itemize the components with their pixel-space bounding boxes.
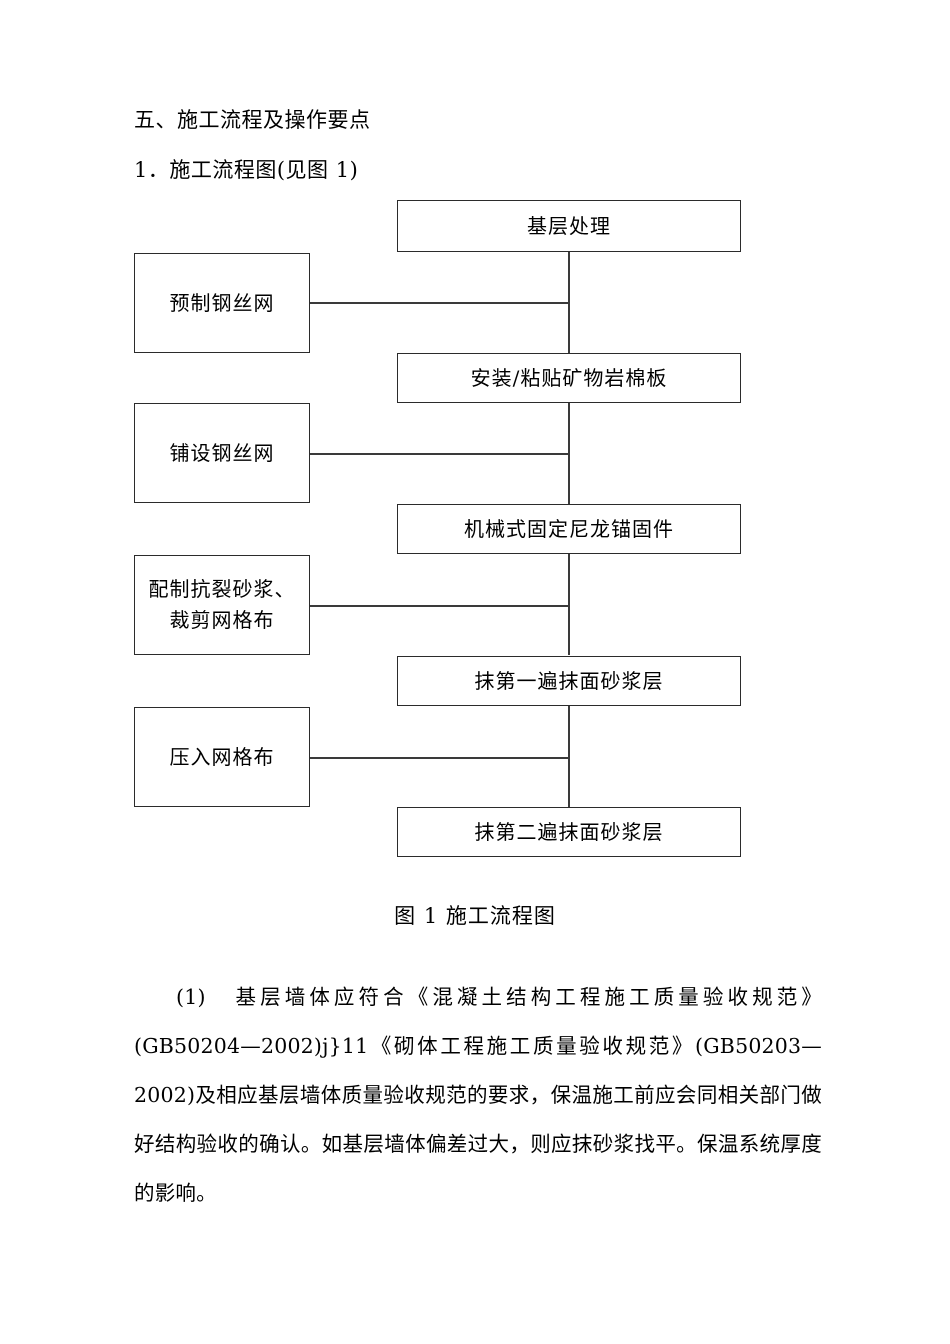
flow-node-label: 基层处理 — [527, 213, 611, 238]
connector-prefab-mesh-feed — [310, 302, 569, 304]
flow-node-base-treatment[interactable]: 基层处理 — [397, 200, 741, 252]
subsection-heading: 1．施工流程图(见图 1) — [134, 158, 359, 182]
flow-node-label: 预制钢丝网 — [169, 290, 275, 315]
paragraph-run-2: j}11 — [322, 1033, 369, 1058]
flow-node-first-mortar[interactable]: 抹第一遍抹面砂浆层 — [397, 656, 741, 706]
flow-node-nylon-anchor[interactable]: 机械式固定尼龙锚固件 — [397, 504, 741, 554]
connector-mix-mortar-feed — [310, 605, 569, 607]
paragraph-run-1: 基层墙体应符合《混凝土结构工程施工质量验收规范》(GB50204—2002) — [134, 984, 822, 1058]
flow-node-label-line2: 裁剪网格布 — [169, 608, 275, 632]
connector-lay-mesh-feed — [310, 453, 569, 455]
construction-flowchart: 基层处理 安装/粘贴矿物岩棉板 机械式固定尼龙锚固件 抹第一遍抹面砂浆层 抹第二… — [134, 200, 741, 857]
page-title: 五、施工流程及操作要点 — [134, 108, 371, 132]
flow-node-label: 抹第二遍抹面砂浆层 — [474, 819, 664, 844]
flow-node-label: 铺设钢丝网 — [169, 440, 275, 465]
flow-node-prefab-mesh[interactable]: 预制钢丝网 — [134, 253, 310, 353]
flow-node-mix-mortar[interactable]: 配制抗裂砂浆、 裁剪网格布 — [134, 555, 310, 655]
connector-anchor-to-first-mortar — [568, 554, 570, 655]
connector-first-to-second-mortar — [568, 706, 570, 807]
flow-node-install-rockwool[interactable]: 安装/粘贴矿物岩棉板 — [397, 353, 741, 403]
body-paragraph: (1)基层墙体应符合《混凝土结构工程施工质量验收规范》(GB50204—2002… — [134, 973, 822, 1218]
flow-node-second-mortar[interactable]: 抹第二遍抹面砂浆层 — [397, 807, 741, 857]
paragraph-marker: (1) — [176, 984, 206, 1009]
flow-node-label: 安装/粘贴矿物岩棉板 — [470, 365, 668, 390]
flow-node-label: 抹第一遍抹面砂浆层 — [474, 668, 664, 693]
paragraph-run-3: 《砌体工程施工质量验收规范》(GB50203—2002)及相应基层墙体质量验收规… — [134, 1033, 822, 1205]
flow-node-lay-mesh[interactable]: 铺设钢丝网 — [134, 403, 310, 503]
flow-node-label: 压入网格布 — [169, 744, 275, 769]
figure-caption: 图 1 施工流程图 — [394, 904, 556, 928]
connector-press-mesh-feed — [310, 757, 569, 759]
flow-node-label: 机械式固定尼龙锚固件 — [464, 516, 674, 541]
flow-node-press-mesh[interactable]: 压入网格布 — [134, 707, 310, 807]
flow-node-label-line1: 配制抗裂砂浆、 — [148, 577, 296, 601]
